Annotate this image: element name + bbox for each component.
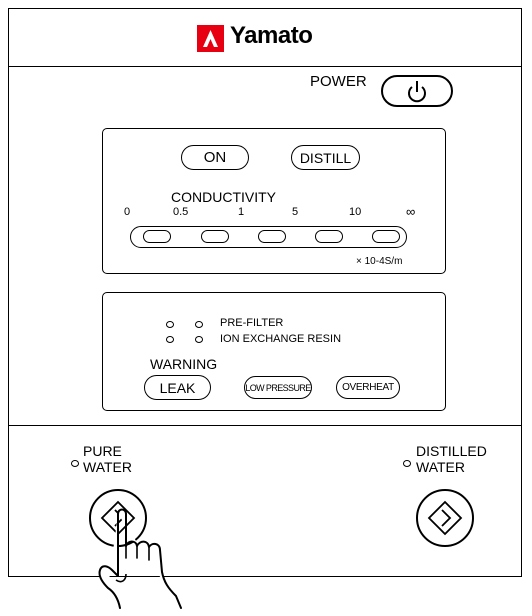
conductivity-segment [258,230,286,243]
resin-lamp [166,336,174,343]
conductivity-panel [102,128,446,274]
pure-water-line2: WATER [83,459,132,475]
distilled-water-button[interactable] [416,489,474,547]
conductivity-title: CONDUCTIVITY [171,189,276,205]
low-pressure-indicator: LOW PRESSURE [244,376,312,399]
power-label: POWER [310,73,367,90]
header-divider [8,66,522,67]
panel-bottom-edge [8,576,522,577]
scale-label: 10 [349,206,362,218]
diamond-arrow-icon [427,500,463,536]
scale-label: 5 [292,206,299,218]
scale-label: 1 [238,206,245,218]
prefilter-label: PRE-FILTER [220,317,284,329]
pointing-hand-icon [98,508,182,609]
prefilter-lamp [195,321,203,328]
brand-name: Yamato [230,22,313,49]
yamato-logo-icon [197,25,224,52]
conductivity-segment [143,230,171,243]
conductivity-segment [315,230,343,243]
distilled-water-line1: DISTILLED [416,443,487,459]
resin-label: ION EXCHANGE RESIN [220,333,342,345]
conductivity-unit: × 10-4S/m [356,256,403,267]
scale-label: ∞ [406,204,416,219]
power-button[interactable] [381,75,453,107]
on-button[interactable]: ON [181,145,249,170]
distilled-water-label: DISTILLED WATER [416,443,487,475]
overheat-indicator: OVERHEAT [336,376,400,399]
pure-water-lamp [71,460,79,467]
scale-label: 0 [124,206,131,218]
warning-panel [102,292,446,411]
pure-water-line1: PURE [83,443,122,459]
pure-water-label: PURE WATER [83,443,132,475]
conductivity-segment [201,230,229,243]
warning-label: WARNING [150,356,218,372]
prefilter-lamp [166,321,174,328]
control-panel-frame [8,8,522,576]
resin-lamp [195,336,203,343]
conductivity-segment [372,230,400,243]
scale-label: 0.5 [173,206,189,218]
power-icon [408,81,426,103]
distilled-water-lamp [403,460,411,467]
leak-indicator: LEAK [144,375,211,400]
distill-button[interactable]: DISTILL [291,145,360,170]
distilled-water-line2: WATER [416,459,465,475]
outputs-divider [8,425,522,426]
